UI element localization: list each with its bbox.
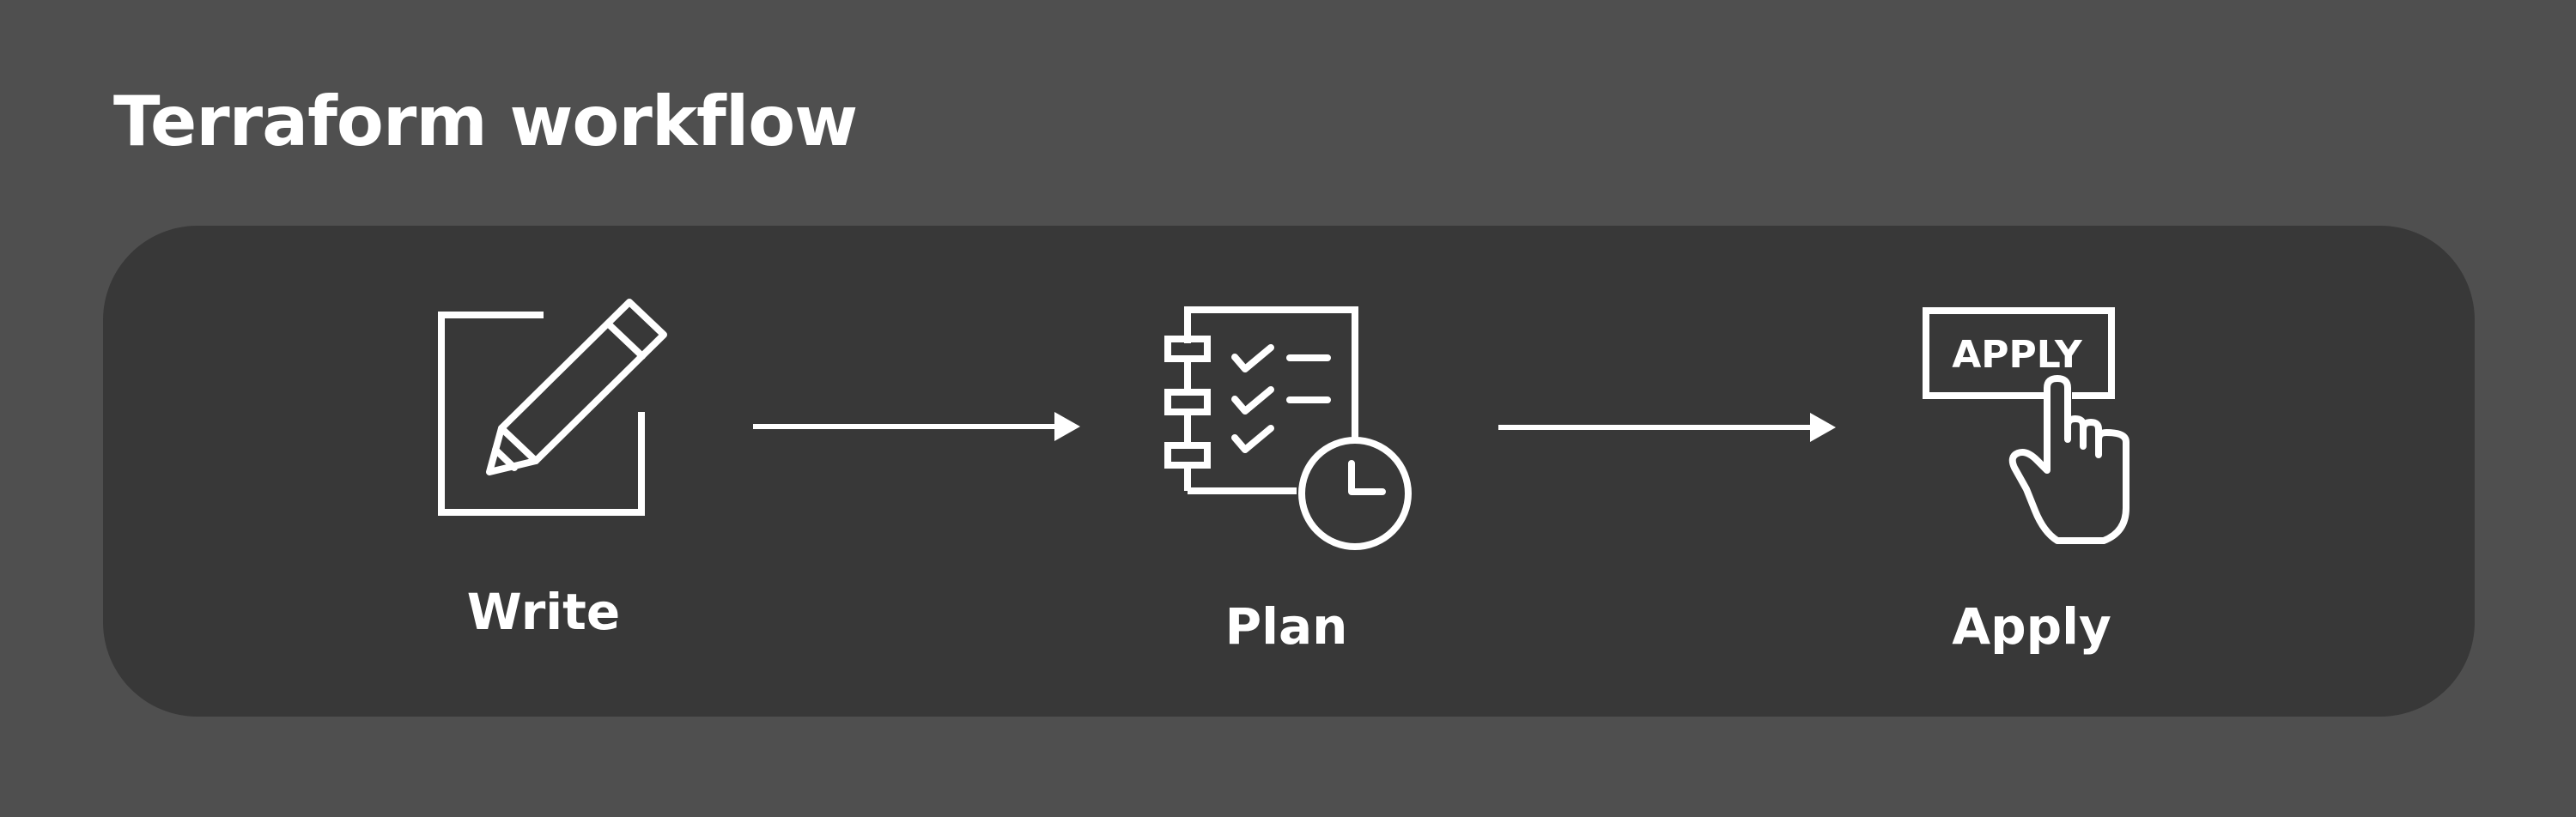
checklist-clock-icon [1164,306,1412,550]
pencil-edit-icon [438,299,667,516]
step-apply: APPLY Apply [1923,307,2129,656]
step-plan: Plan [1164,306,1412,656]
step-label-write: Write [467,583,621,641]
arrow-plan-to-apply [1498,413,1836,442]
step-label-apply: Apply [1952,597,2111,656]
apply-button-hand-icon: APPLY [1923,307,2129,544]
step-label-plan: Plan [1225,597,1348,656]
arrow-write-to-plan [753,412,1080,441]
apply-button-text: APPLY [1952,333,2083,377]
step-write: Write [438,299,667,641]
diagram-title: Terraform workflow [113,82,858,161]
